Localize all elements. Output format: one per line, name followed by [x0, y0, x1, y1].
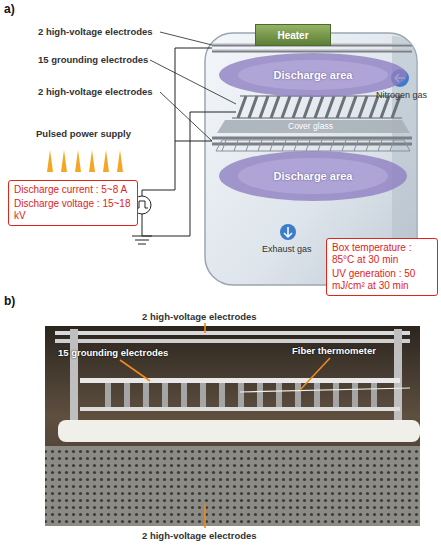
node-text: UV generation : 50 mJ/cm² at 30 min — [332, 268, 432, 292]
discharge-glow — [219, 151, 407, 201]
part-label: 2 high-voltage electrodes — [38, 26, 153, 37]
fiber-thermometer — [240, 388, 410, 392]
node-text: Heater — [277, 30, 308, 41]
electrode-rod — [55, 331, 410, 335]
part-label: Nitrogen gas — [376, 90, 427, 101]
cover-glass — [217, 120, 410, 133]
pulse-train — [47, 150, 123, 172]
part-label: Exhaust gas — [262, 244, 312, 255]
node-text: Discharge current : 5~8 A — [14, 184, 132, 196]
discharge-core — [238, 158, 388, 194]
condition-box: Discharge current : 5~8 A Discharge volta… — [8, 180, 138, 226]
panel-label: a) — [4, 4, 15, 15]
wire — [142, 48, 212, 196]
part-label: 2 high-voltage electrodes — [142, 311, 257, 322]
electrode-rail — [80, 378, 400, 383]
condition-box: Box temperature : 85°C at 30 minUV gener… — [326, 238, 438, 296]
perforated-plate — [45, 446, 420, 526]
part-label: 15 grounding electrodes — [58, 347, 168, 358]
electrode-grill — [222, 140, 394, 151]
discharge-core — [238, 60, 388, 90]
outlet-arrow — [284, 227, 292, 237]
electrode-rod — [55, 339, 410, 343]
part-label: Fiber thermometer — [292, 345, 376, 356]
part-label: 15 grounding electrodes — [38, 54, 148, 65]
node-text: Box temperature : 85°C at 30 min — [332, 242, 432, 266]
support-post — [70, 329, 78, 421]
support-block — [58, 420, 420, 442]
gas-outlet — [280, 224, 296, 240]
part-label: Pulsed power supply — [36, 128, 131, 139]
node-text: Discharge area — [274, 170, 353, 182]
photo — [45, 326, 420, 526]
part-label: 2 high-voltage electrodes — [142, 530, 257, 541]
node-text: Discharge voltage : 15~18 kV — [14, 198, 132, 222]
heater-box: Heater — [255, 24, 331, 46]
part-label: Cover glass — [288, 121, 333, 132]
node-text: Discharge area — [274, 69, 353, 81]
part-label: 2 high-voltage electrodes — [38, 86, 153, 97]
electrode-grill — [216, 140, 410, 151]
electrode-rail — [80, 407, 400, 411]
grounding-electrode — [108, 383, 374, 409]
ground-symbol — [132, 236, 152, 244]
grounding-electrode — [238, 96, 400, 118]
discharge-area: Discharge area — [218, 150, 408, 202]
panel-label: b) — [4, 296, 15, 307]
